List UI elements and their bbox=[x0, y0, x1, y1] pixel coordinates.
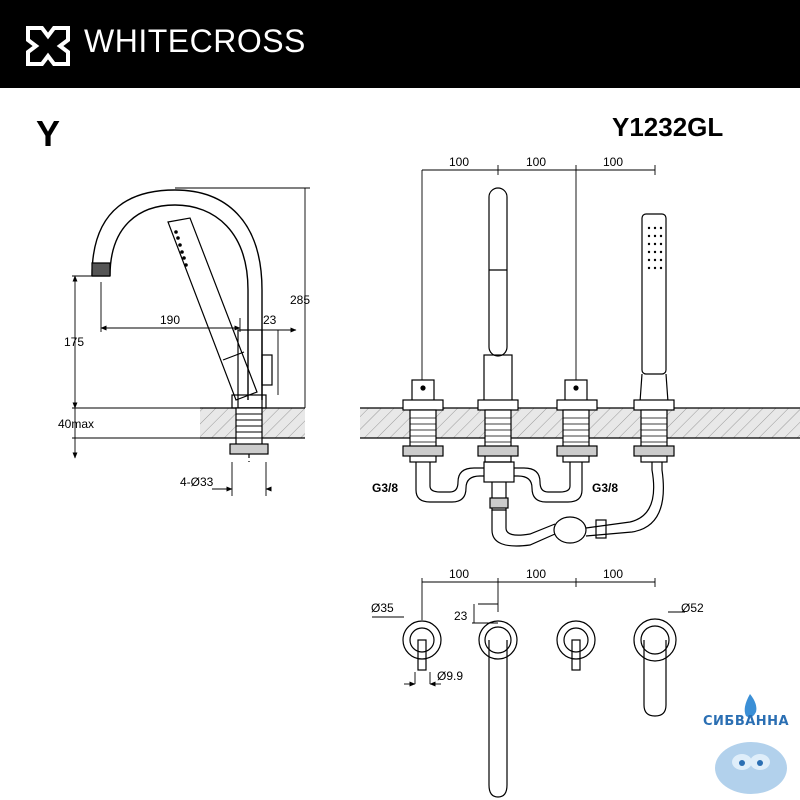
watermark-text: СИБВАННА bbox=[703, 714, 790, 729]
holder-diameter: Ø52 bbox=[681, 601, 704, 615]
top-spacing-3: 100 bbox=[603, 567, 623, 581]
inlet-right-label: G3/8 bbox=[592, 481, 618, 495]
series-label: Y bbox=[36, 113, 61, 154]
side-view bbox=[72, 187, 310, 496]
top-spacing-2: 100 bbox=[526, 567, 546, 581]
front-view bbox=[360, 165, 800, 547]
brand-name: WHITECROSS bbox=[84, 23, 306, 59]
inlet-left-label: G3/8 bbox=[372, 481, 398, 495]
rosette-diameter: Ø35 bbox=[371, 601, 394, 615]
dim-deck-thickness: 40max bbox=[58, 417, 94, 431]
model-number: Y1232GL bbox=[612, 112, 724, 142]
dim-spout-reach: 190 bbox=[160, 313, 180, 327]
cross-logo-icon bbox=[26, 26, 70, 66]
top-spacing-1: 100 bbox=[449, 567, 469, 581]
dim-hole-diameter: 4-Ø33 bbox=[180, 475, 214, 489]
dim-height-total: 285 bbox=[290, 293, 310, 307]
header-bar: WHITECROSS bbox=[0, 0, 800, 88]
top-handle-offset: 23 bbox=[454, 609, 468, 623]
front-spacing-3: 100 bbox=[603, 155, 623, 169]
dim-handle-offset: 23 bbox=[263, 313, 277, 327]
top-view bbox=[372, 578, 685, 798]
dim-spout-height: 175 bbox=[64, 335, 84, 349]
lever-diameter: Ø9.9 bbox=[437, 669, 463, 683]
watermark-logo-icon bbox=[715, 694, 787, 794]
front-spacing-1: 100 bbox=[449, 155, 469, 169]
front-spacing-2: 100 bbox=[526, 155, 546, 169]
